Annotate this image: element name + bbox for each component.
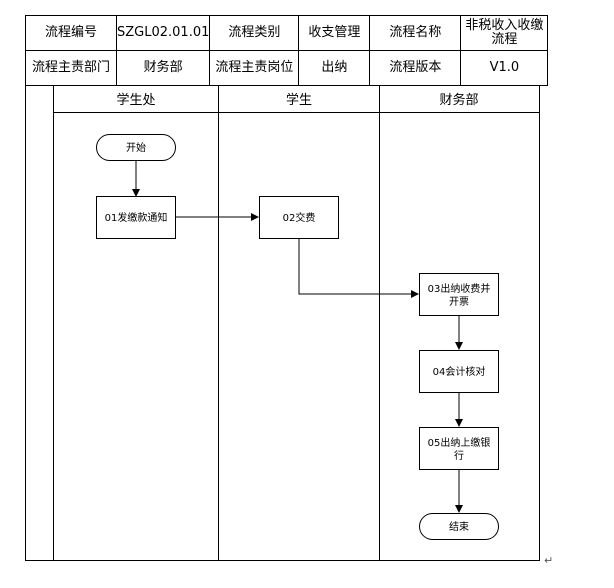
lane-title-finance: 财务部 bbox=[439, 92, 478, 108]
process-info-row-1: 流程编号 SZGL02.01.01 流程类别 收支管理 流程名称 非税收入收缴 … bbox=[25, 15, 549, 51]
process-02-label: 02交费 bbox=[283, 211, 316, 224]
value-process-code: SZGL02.01.01 bbox=[115, 15, 211, 51]
process-box-01 bbox=[96, 196, 176, 239]
paragraph-mark-icon: ↵ bbox=[544, 554, 554, 567]
swimlane-border bbox=[25, 85, 540, 561]
value-responsible-post: 出纳 bbox=[298, 50, 371, 86]
value-process-name: 非税收入收缴 流程 bbox=[460, 15, 549, 51]
process-info-table: 流程编号 SZGL02.01.01 流程类别 收支管理 流程名称 非税收入收缴 … bbox=[25, 15, 549, 86]
process-box-05 bbox=[419, 427, 499, 470]
process-box-03 bbox=[419, 273, 499, 316]
label-responsible-department: 流程主责部门 bbox=[25, 50, 117, 86]
process-box-04 bbox=[419, 350, 499, 393]
value-process-category: 收支管理 bbox=[298, 15, 371, 51]
process-box-02 bbox=[259, 196, 339, 239]
start-label: 开始 bbox=[126, 141, 146, 154]
process-05-label-line-2: 行 bbox=[454, 449, 464, 462]
value-responsible-department: 财务部 bbox=[115, 50, 211, 86]
process-01-label: 01发缴款通知 bbox=[105, 211, 168, 224]
value-process-version: V1.0 bbox=[460, 50, 549, 86]
process-05-label-line-1: 05出纳上缴银 bbox=[428, 436, 491, 449]
end-terminal bbox=[419, 513, 499, 540]
label-process-code: 流程编号 bbox=[25, 15, 117, 51]
arrow-02-to-03 bbox=[298, 238, 419, 298]
process-03-label-line-1: 03出纳收费并 bbox=[428, 282, 491, 295]
swimlane-frame bbox=[25, 85, 540, 561]
label-process-version: 流程版本 bbox=[369, 50, 462, 86]
start-terminal bbox=[96, 134, 176, 161]
process-04-label: 04会计核对 bbox=[433, 365, 486, 378]
lane-title-student-office: 学生处 bbox=[116, 92, 155, 108]
process-03-label-line-2: 开票 bbox=[449, 296, 469, 308]
lane-title-student: 学生 bbox=[286, 92, 312, 108]
end-label: 结束 bbox=[449, 520, 469, 533]
